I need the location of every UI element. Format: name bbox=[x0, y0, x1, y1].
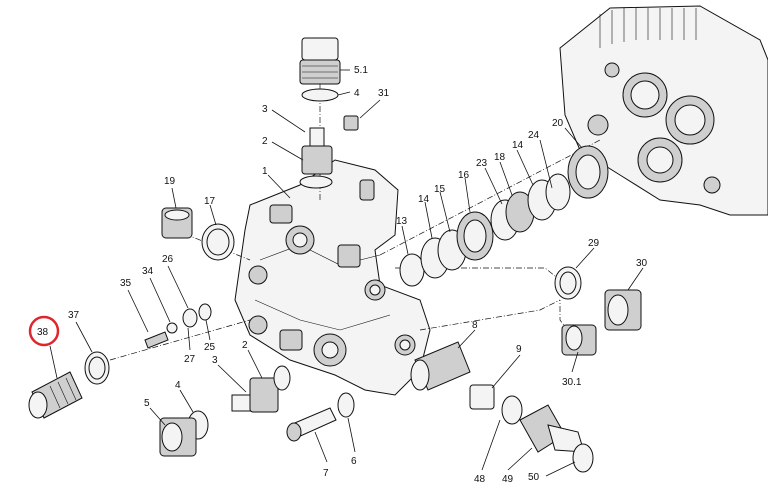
callout-13: 13 bbox=[396, 216, 408, 227]
callout-17: 17 bbox=[204, 196, 216, 207]
callout-14-right: 14 bbox=[512, 140, 524, 151]
callout-6: 6 bbox=[351, 456, 357, 467]
callout-1: 1 bbox=[262, 166, 268, 177]
callout-3-top: 3 bbox=[262, 104, 268, 115]
pump-head-housing bbox=[559, 5, 768, 216]
leader-lines bbox=[49, 69, 644, 477]
callout-labels: 5.1 4 31 3 2 1 19 17 24 20 14 18 23 16 1… bbox=[28, 65, 648, 485]
fitting-38 bbox=[28, 371, 83, 419]
nipple-9 bbox=[469, 384, 495, 410]
ball-34 bbox=[166, 322, 178, 334]
seal-stack bbox=[399, 145, 609, 287]
plug-30-1 bbox=[561, 324, 597, 356]
callout-27: 27 bbox=[184, 354, 196, 365]
ring-25 bbox=[198, 303, 212, 321]
plug-19 bbox=[161, 207, 193, 239]
spring-35 bbox=[144, 331, 169, 349]
washer-6 bbox=[337, 392, 355, 418]
callout-9: 9 bbox=[516, 344, 522, 355]
callout-50: 50 bbox=[528, 472, 540, 483]
cap-31 bbox=[343, 115, 359, 131]
o-ring-4-top bbox=[301, 88, 339, 102]
bolt-7 bbox=[286, 407, 337, 442]
callout-23: 23 bbox=[476, 158, 488, 169]
o-ring-48 bbox=[501, 395, 523, 425]
callout-18: 18 bbox=[494, 152, 506, 163]
callout-38: 38 bbox=[37, 327, 49, 338]
callout-24: 24 bbox=[528, 130, 540, 141]
callout-19: 19 bbox=[164, 176, 176, 187]
callout-49: 49 bbox=[502, 474, 514, 485]
fitting-8 bbox=[410, 341, 471, 391]
callout-35: 35 bbox=[120, 278, 132, 289]
plug-5-1 bbox=[299, 37, 341, 85]
callout-8: 8 bbox=[472, 320, 478, 331]
coupling-49 bbox=[519, 404, 585, 453]
valve-3-top bbox=[301, 127, 333, 175]
callout-30-1: 30.1 bbox=[562, 377, 582, 388]
o-ring-50 bbox=[572, 443, 594, 473]
callout-2-bottom: 2 bbox=[242, 340, 248, 351]
plug-30 bbox=[604, 289, 642, 331]
callout-16: 16 bbox=[458, 170, 470, 181]
callout-4-bottom: 4 bbox=[175, 380, 181, 391]
callout-15: 15 bbox=[434, 184, 446, 195]
callout-48: 48 bbox=[474, 474, 486, 485]
o-ring-2-top bbox=[299, 175, 333, 189]
callout-5: 5 bbox=[144, 398, 150, 409]
callout-31: 31 bbox=[378, 88, 390, 99]
plug-5 bbox=[159, 417, 197, 457]
callout-26: 26 bbox=[162, 254, 174, 265]
callout-14-left: 14 bbox=[418, 194, 430, 205]
callout-29: 29 bbox=[588, 238, 600, 249]
callout-7: 7 bbox=[323, 468, 329, 479]
callout-20: 20 bbox=[552, 118, 564, 129]
o-ring-2-bottom bbox=[273, 365, 291, 391]
callout-5-1: 5.1 bbox=[354, 65, 368, 76]
highlight-circle-38 bbox=[28, 315, 60, 347]
callout-30: 30 bbox=[636, 258, 648, 269]
callout-25: 25 bbox=[204, 342, 216, 353]
callout-37: 37 bbox=[68, 310, 80, 321]
callout-34: 34 bbox=[142, 266, 154, 277]
callout-4-top: 4 bbox=[354, 88, 360, 99]
valve-3-bottom bbox=[231, 377, 279, 413]
callout-3-bottom: 3 bbox=[212, 355, 218, 366]
callout-2-top: 2 bbox=[262, 136, 268, 147]
manifold-body bbox=[234, 159, 431, 396]
ring-26 bbox=[182, 308, 198, 328]
